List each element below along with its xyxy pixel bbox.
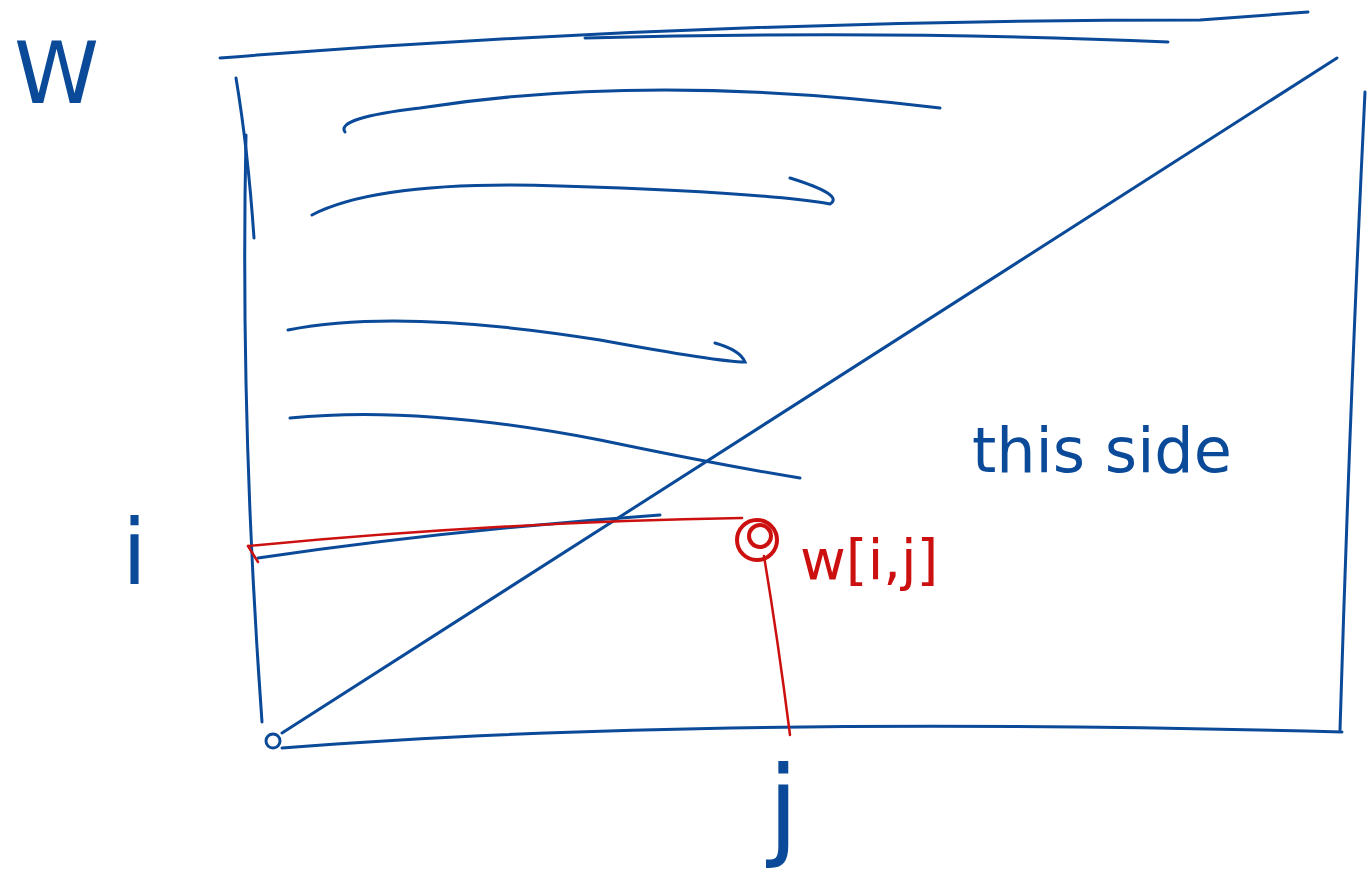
- row-scribble: [290, 414, 800, 478]
- column-index: j: [768, 752, 799, 862]
- matrix-name: W: [14, 30, 99, 116]
- origin-dot: [266, 734, 280, 748]
- element-marker: [737, 520, 777, 560]
- row-scribble: [344, 90, 940, 132]
- row-leader-tick: [248, 546, 258, 562]
- row-index: i: [122, 508, 147, 598]
- element-circle-inner: [749, 525, 771, 547]
- bottom-border: [282, 726, 1342, 748]
- index-leaders: [248, 518, 790, 735]
- row-scribbles: [258, 90, 940, 558]
- matrix-outline: [220, 12, 1365, 748]
- left-border: [245, 135, 262, 722]
- top-border-stroke: [585, 35, 1168, 42]
- top-border: [220, 12, 1308, 58]
- row-scribble: [312, 178, 833, 215]
- row-leader: [248, 518, 742, 546]
- region-note: this side: [972, 420, 1232, 482]
- element-label: w[i,j]: [800, 532, 938, 588]
- element-circle: [737, 520, 777, 560]
- column-leader: [764, 556, 790, 735]
- right-border: [1340, 92, 1365, 730]
- diagonal-line: [282, 58, 1337, 733]
- row-scribble: [288, 321, 745, 362]
